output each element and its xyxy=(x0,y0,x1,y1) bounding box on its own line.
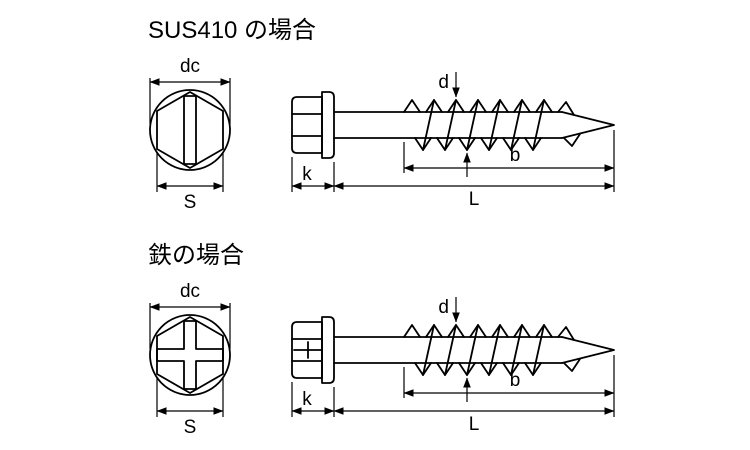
dim-label-dc: dc xyxy=(180,56,200,77)
dim-label-d: d xyxy=(438,72,449,93)
dimension-k: k xyxy=(291,382,335,417)
head-front-view xyxy=(149,89,231,171)
dimension-s: S xyxy=(156,153,224,213)
section-title: 鉄の場合 xyxy=(148,242,244,269)
dim-label-l: L xyxy=(469,414,480,435)
point-cone xyxy=(561,336,615,364)
dim-label-b: b xyxy=(510,145,521,166)
screw-side-view xyxy=(291,316,615,384)
flange-profile xyxy=(321,91,335,159)
dimension-dc: dc xyxy=(149,56,231,124)
dim-label-d: d xyxy=(438,297,449,318)
flange-profile xyxy=(321,316,335,384)
dimension-d: d xyxy=(438,72,471,177)
dimension-s: S xyxy=(156,378,224,438)
dimension-b: b xyxy=(403,130,615,192)
point-cone xyxy=(561,111,615,139)
hex-facet-lines xyxy=(291,113,323,137)
slot-recess xyxy=(183,95,197,165)
dim-label-s: S xyxy=(184,417,197,438)
dim-label-dc: dc xyxy=(180,281,200,302)
thread-crests-bottom xyxy=(414,358,581,376)
hex-head-profile xyxy=(291,321,323,379)
section-title: SUS410 の場合 xyxy=(148,17,316,44)
thread-flank-lines xyxy=(422,99,545,151)
dimension-d: d xyxy=(438,297,471,402)
thread-crests-bottom xyxy=(414,133,581,151)
section-iron: 鉄の場合 dc S xyxy=(148,242,615,438)
head-front-view xyxy=(149,314,231,396)
phillips-side-marks xyxy=(293,341,323,359)
section-sus410: SUS410 の場合 dc S xyxy=(148,17,615,213)
hex-head-profile xyxy=(291,96,323,154)
dimension-l: L xyxy=(333,182,615,210)
flange-circle xyxy=(149,314,231,396)
dimension-b: b xyxy=(403,355,615,417)
k-extension-lines xyxy=(291,157,335,192)
dimension-k: k xyxy=(291,157,335,192)
dimension-l: L xyxy=(333,407,615,435)
dim-label-b: b xyxy=(510,370,521,391)
hex-facet-lines xyxy=(291,338,323,362)
phillips-recess xyxy=(156,320,224,390)
dim-label-s: S xyxy=(184,192,197,213)
hex-outline xyxy=(156,91,224,169)
thread-flank-lines xyxy=(422,324,545,376)
dim-label-k: k xyxy=(302,164,312,185)
hex-outline xyxy=(156,316,224,394)
k-extension-lines xyxy=(291,382,335,417)
dim-label-k: k xyxy=(302,389,312,410)
dim-label-l: L xyxy=(469,189,480,210)
screw-side-view xyxy=(291,91,615,159)
flange-circle xyxy=(149,89,231,171)
dimension-dc: dc xyxy=(149,281,231,349)
